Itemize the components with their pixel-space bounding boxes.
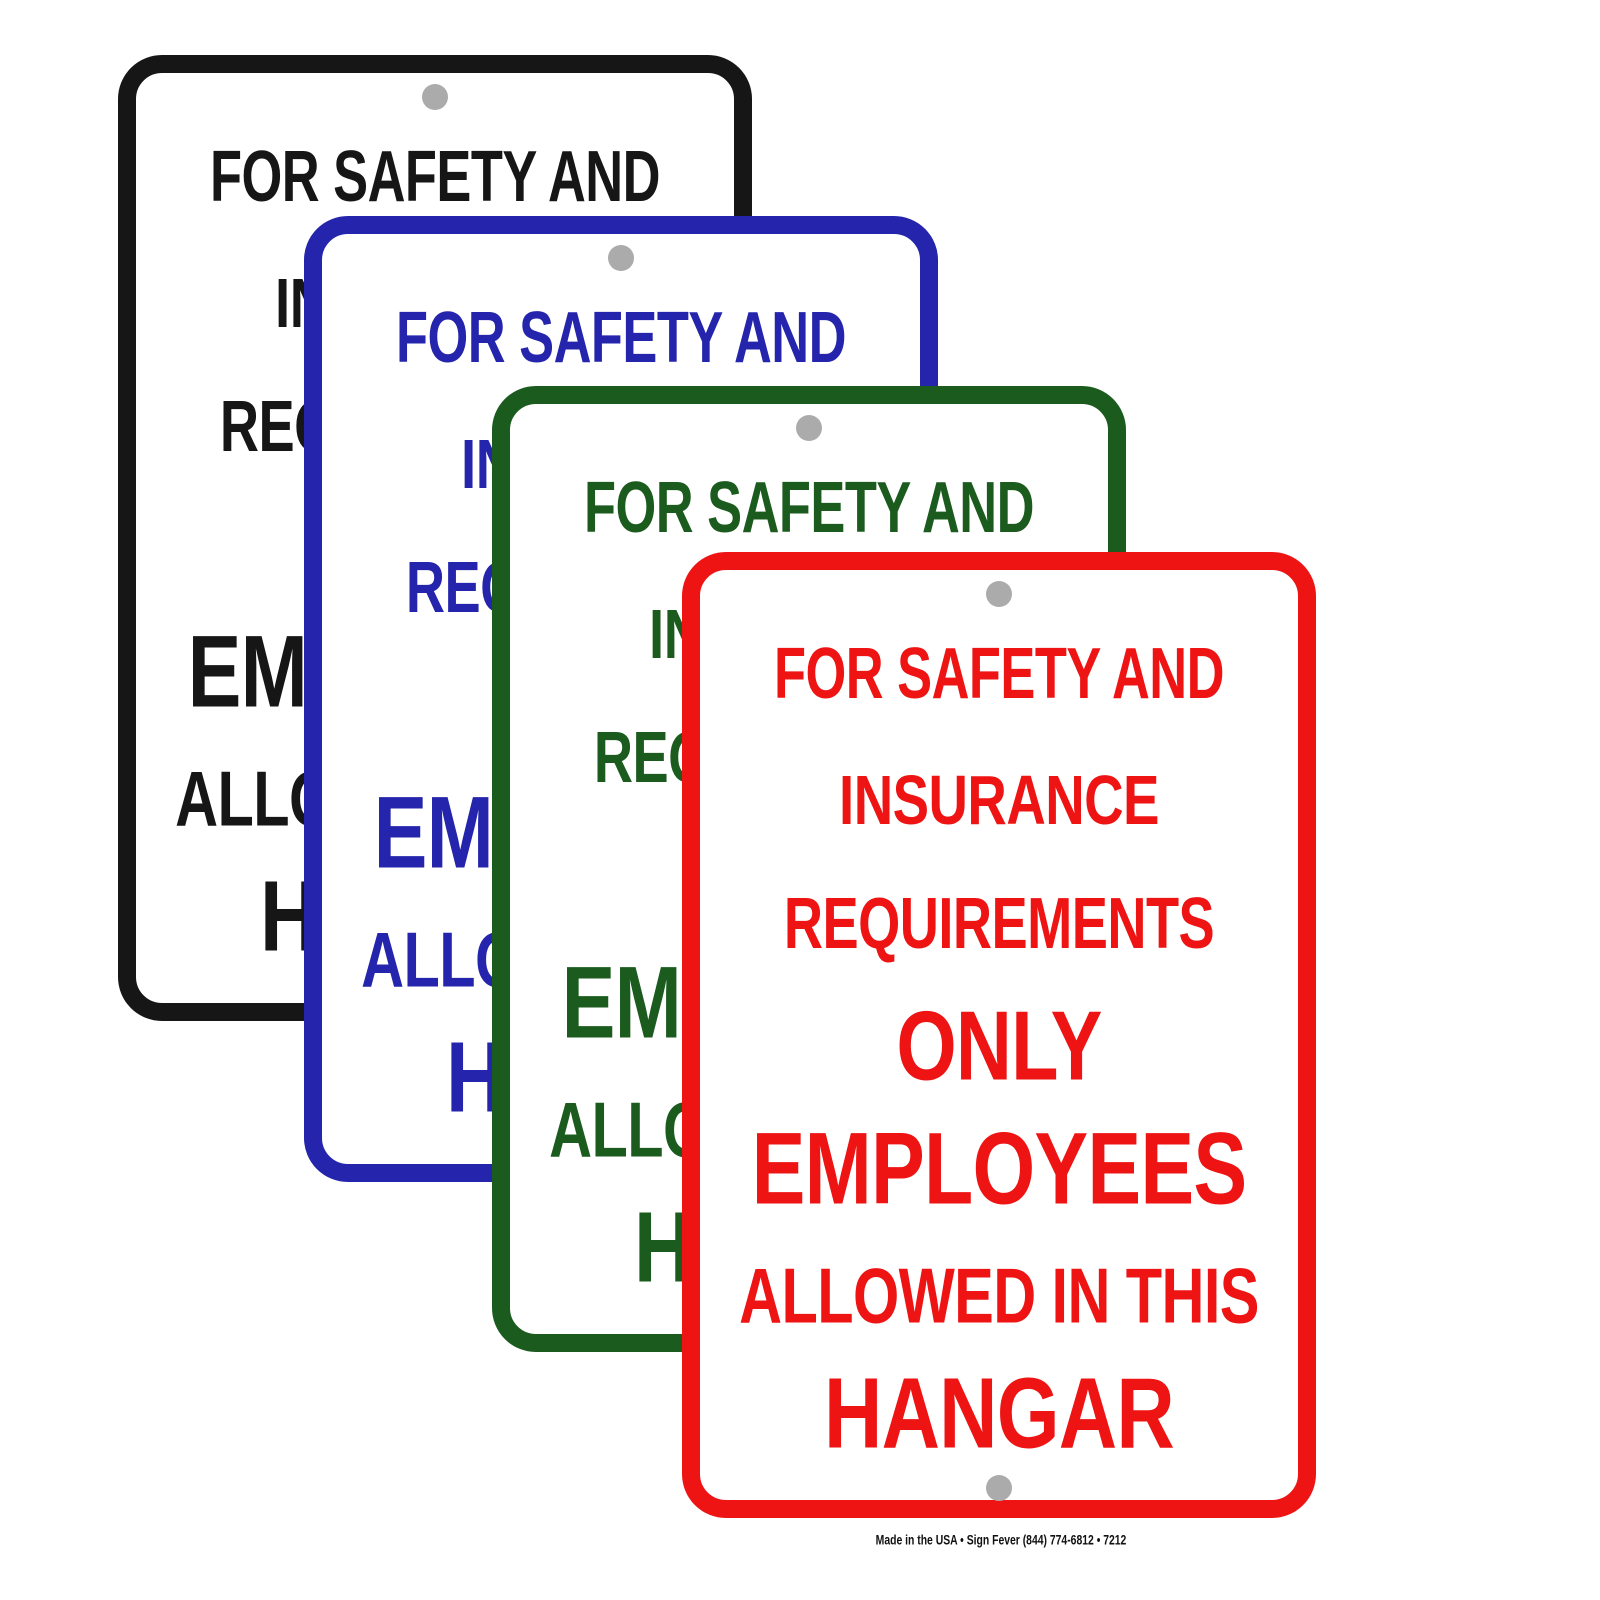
top-mounting-hole xyxy=(422,84,448,110)
sign-text-line: FOR SAFETY AND xyxy=(210,137,660,217)
sign-red: FOR SAFETY AND INSURANCE REQUIREMENTS ON… xyxy=(682,552,1316,1518)
sign-text-line: REQUIREMENTS xyxy=(783,884,1215,964)
sign-text-line: EMPLOYEES xyxy=(751,1111,1248,1226)
manufacturer-note: Made in the USA • Sign Fever (844) 774-6… xyxy=(875,1532,1127,1548)
sign-text-line: FOR SAFETY AND xyxy=(396,298,846,378)
sign-text-line: FOR SAFETY AND xyxy=(584,468,1034,548)
top-mounting-hole xyxy=(608,245,634,271)
sign-text-line: FOR SAFETY AND xyxy=(774,634,1224,714)
top-mounting-hole xyxy=(986,581,1012,607)
sign-text-line: HANGAR xyxy=(824,1357,1175,1470)
top-mounting-hole xyxy=(796,415,822,441)
sign-text-line: INSURANCE xyxy=(839,761,1159,839)
bottom-mounting-hole xyxy=(986,1475,1012,1501)
sign-text-line: ALLOWED IN THIS xyxy=(739,1251,1259,1340)
sign-text-line: ONLY xyxy=(896,990,1102,1101)
